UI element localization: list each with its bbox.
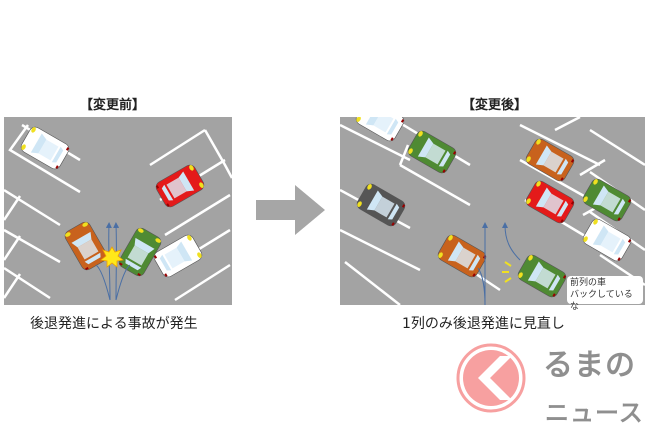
before-caption: 後退発進による事故が発生 — [30, 316, 198, 332]
alert-marks-icon — [502, 261, 512, 283]
logo-text-line1: るまの — [543, 348, 636, 383]
arrow-right-icon — [256, 185, 325, 235]
collision-star-icon — [100, 246, 124, 268]
bubble-line1: 前列の車 — [570, 278, 607, 288]
bubble-line2: バックしているな — [570, 290, 633, 312]
speech-bubble: 前列の車 バックしているな — [567, 276, 643, 312]
logo-text-line2: ニュース — [545, 399, 644, 427]
before-title: 【変更前】 — [80, 98, 146, 113]
after-title: 【変更後】 — [462, 98, 528, 113]
kuruma-news-logo — [456, 343, 526, 413]
after-caption: 1列のみ後退発進に見直し — [402, 316, 565, 332]
before-parking-lot — [4, 117, 232, 305]
after-parking-lot — [340, 117, 645, 305]
